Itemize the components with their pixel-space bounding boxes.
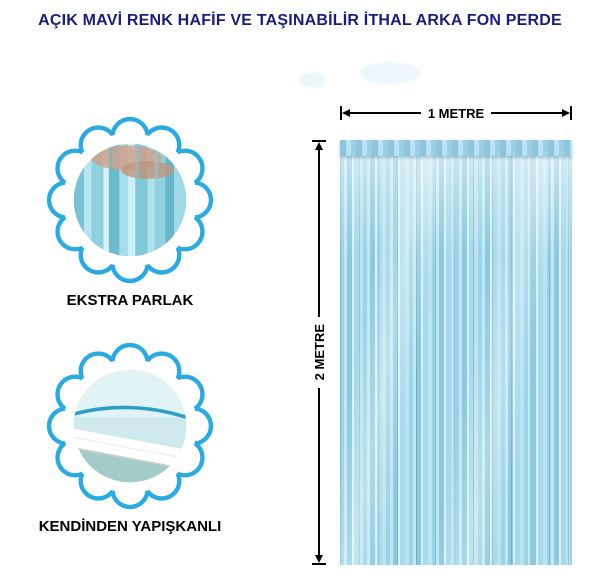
feature-callout-shiny: EKSTRA PARLAK <box>30 112 230 309</box>
feature-callout-adhesive: KENDİNDEN YAPIŞKANLI <box>30 338 230 535</box>
dimension-line <box>491 112 562 114</box>
arrowhead-left-icon <box>342 109 350 117</box>
background-watermark <box>360 62 420 84</box>
dimension-end-tick <box>340 106 342 120</box>
fringe-closeup-photo <box>73 143 187 257</box>
dimension-end-tick <box>570 106 572 120</box>
adhesive-tape-strip <box>73 426 187 472</box>
scalloped-frame-icon <box>46 342 214 510</box>
table-edge <box>73 405 187 421</box>
page-title: AÇIK MAVİ RENK HAFİF VE TAŞINABİLİR İTHA… <box>38 12 562 29</box>
height-dimension: 2 METRE <box>308 140 330 565</box>
arrowhead-up-icon <box>315 142 323 150</box>
dimension-end-tick <box>312 140 326 142</box>
feature-label-adhesive: KENDİNDEN YAPIŞKANLI <box>38 518 222 535</box>
dimension-end-tick <box>312 563 326 565</box>
dimension-line <box>350 112 421 114</box>
width-dimension: 1 METRE <box>340 102 572 124</box>
arrowhead-down-icon <box>315 555 323 563</box>
curtain-rod-pocket <box>340 140 572 156</box>
dimension-line <box>318 387 320 555</box>
scalloped-frame-icon <box>46 116 214 284</box>
width-dimension-label: 1 METRE <box>427 105 485 121</box>
background-watermark <box>300 72 326 88</box>
dimension-line <box>318 150 320 318</box>
feature-label-shiny: EKSTRA PARLAK <box>66 292 194 309</box>
foil-fringe-curtain <box>340 140 572 565</box>
arrowhead-right-icon <box>562 109 570 117</box>
height-dimension-label: 2 METRE <box>311 324 327 381</box>
